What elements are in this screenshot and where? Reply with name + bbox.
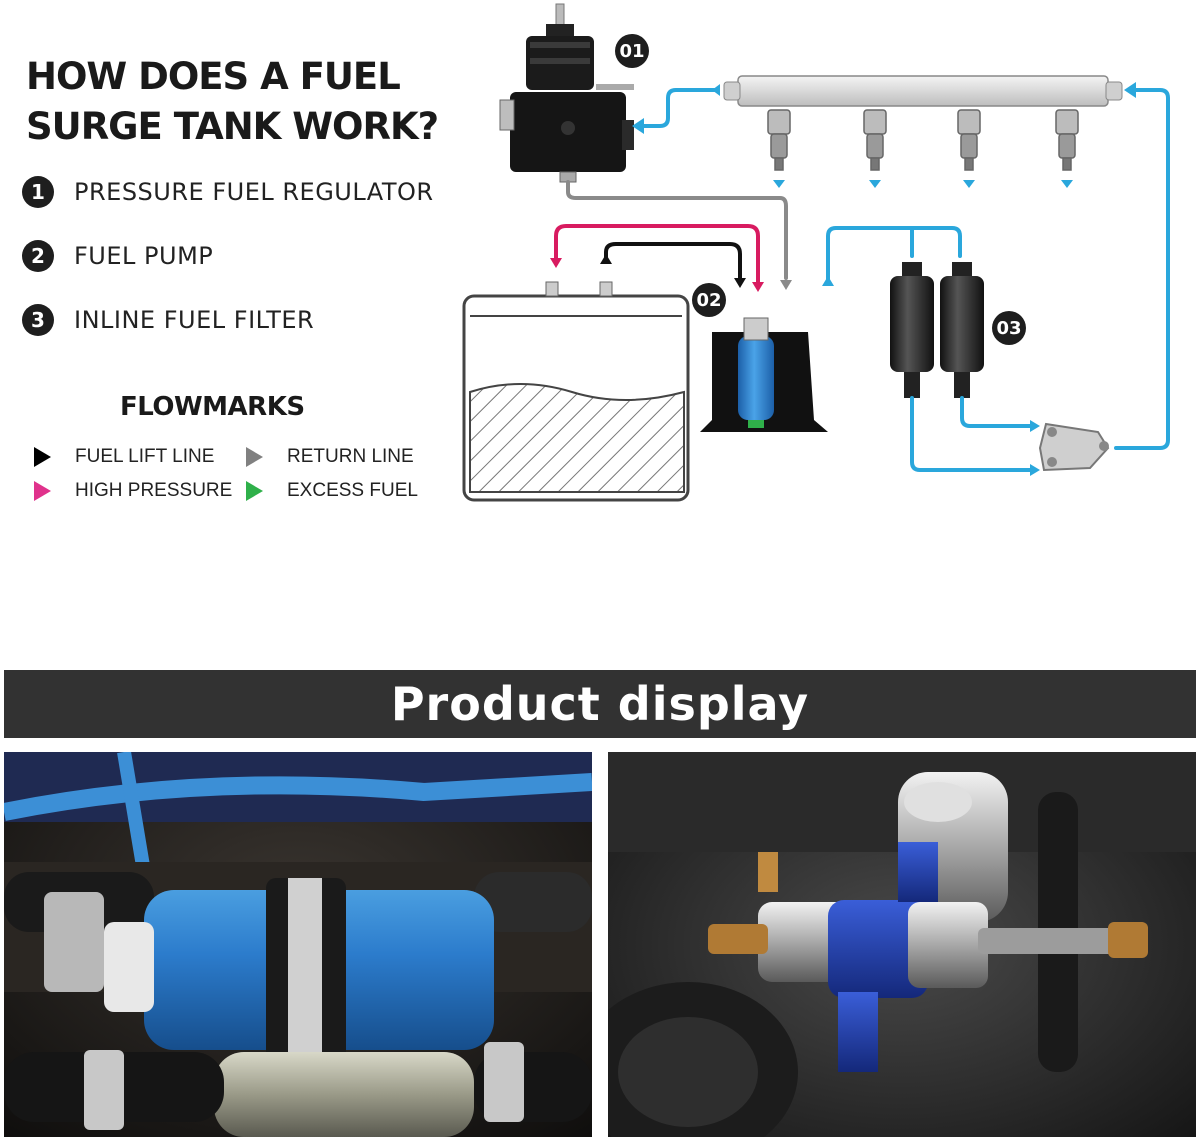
- callout-regulator: 01: [615, 34, 649, 68]
- triangle-green-icon: [246, 481, 263, 501]
- flow-arrows: [550, 82, 1136, 476]
- flowmarks-title: FLOWMARKS: [120, 392, 305, 422]
- engine-bay-photo-left: [4, 752, 592, 1137]
- legend-number: 1: [22, 176, 54, 208]
- legend-number: 3: [22, 304, 54, 336]
- triangle-gray-icon: [246, 447, 263, 467]
- filter-feed-line: [826, 226, 962, 284]
- legend-item-regulator: 1 PRESSURE FUEL REGULATOR: [22, 176, 434, 208]
- filter-outlet-line: [910, 396, 1032, 472]
- legend-item-filter: 3 INLINE FUEL FILTER: [22, 304, 314, 336]
- injector: [1055, 109, 1079, 171]
- rail-to-regulator-line: [642, 88, 718, 128]
- legend-number: 2: [22, 240, 54, 272]
- injector-spray-arrows: [773, 180, 1073, 188]
- flowmark-fuel-lift: FUEL LIFT LINE: [34, 446, 214, 468]
- pressure-regulator: [499, 3, 634, 183]
- flowmark-excess-fuel: EXCESS FUEL: [246, 480, 418, 502]
- legend-label: INLINE FUEL FILTER: [74, 306, 315, 334]
- fuel-pump: [700, 317, 828, 432]
- injector: [957, 109, 981, 171]
- fuel-system-diagram: [462, 3, 1170, 502]
- callout-filter: 03: [992, 311, 1026, 345]
- product-photo-left: [4, 752, 592, 1137]
- injector: [863, 109, 887, 171]
- distribution-block: [1038, 422, 1110, 472]
- fuel-rail: [723, 75, 1123, 107]
- diagram-title: HOW DOES A FUEL SURGE TANK WORK?: [26, 52, 439, 152]
- product-display-banner: Product display: [4, 670, 1196, 738]
- flowmark-high-pressure: HIGH PRESSURE: [34, 480, 232, 502]
- inline-fuel-filters: [890, 262, 984, 398]
- flowmark-label: EXCESS FUEL: [287, 480, 418, 501]
- fuel-injectors: [767, 109, 1079, 171]
- return-line: [566, 180, 788, 280]
- product-photo-right: [608, 752, 1196, 1137]
- injector: [767, 109, 791, 171]
- fuel-lift-line: [604, 242, 742, 280]
- flowmark-return: RETURN LINE: [246, 446, 414, 468]
- flowmark-label: RETURN LINE: [287, 446, 414, 467]
- legend-label: FUEL PUMP: [74, 242, 214, 270]
- flowmark-label: HIGH PRESSURE: [75, 480, 233, 501]
- title-line-2: SURGE TANK WORK?: [26, 105, 439, 148]
- triangle-black-icon: [34, 447, 51, 467]
- callout-pump: 02: [692, 283, 726, 317]
- triangle-pink-icon: [34, 481, 51, 501]
- title-line-1: HOW DOES A FUEL: [26, 55, 401, 98]
- surge-tank: [462, 281, 690, 502]
- engine-bay-photo-right: [608, 752, 1196, 1137]
- block-to-rail-line: [1114, 88, 1170, 450]
- flowmark-label: FUEL LIFT LINE: [75, 446, 215, 467]
- legend-item-pump: 2 FUEL PUMP: [22, 240, 213, 272]
- legend-label: PRESSURE FUEL REGULATOR: [74, 178, 434, 206]
- banner-title: Product display: [390, 677, 810, 731]
- fuel-lines: [554, 88, 1170, 472]
- high-pressure-line: [554, 224, 760, 284]
